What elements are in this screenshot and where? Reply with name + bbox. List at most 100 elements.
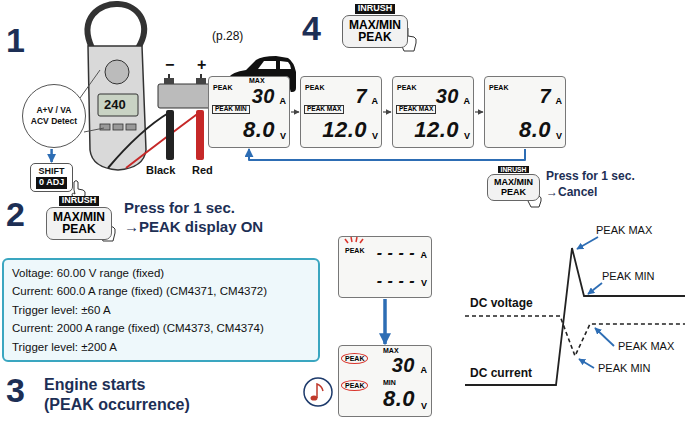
- key-caption: SHIFT: [36, 166, 67, 177]
- leader-arrow: [588, 283, 602, 294]
- leader-arrow: [579, 359, 594, 368]
- settings-box: Voltage: 60.00 V range (fixed)Current: 6…: [2, 258, 320, 362]
- max-min-peak-button: INRUSH MAX/MIN PEAK: [46, 196, 112, 240]
- hand-icons: [72, 27, 541, 242]
- page-reference: (p.28): [212, 30, 243, 43]
- zoom-line: [80, 70, 100, 98]
- button-face: MAX/MIN PEAK: [487, 174, 540, 201]
- key-caption: A+V / VA: [36, 105, 71, 116]
- lcd-digits: 7: [355, 86, 367, 106]
- step-number: 3: [6, 372, 25, 409]
- setting-line: Voltage: 60.00 V range (fixed): [12, 264, 310, 282]
- meter-body: [88, 46, 146, 170]
- step-number: 4: [302, 10, 321, 47]
- lcd-screen: PEAK- - - -A- - - -V: [338, 236, 432, 298]
- setting-line: Trigger level: ±200 A: [12, 338, 310, 356]
- lcd-indicator: V: [372, 132, 378, 141]
- lcd-indicator: PEAK: [213, 84, 232, 91]
- key-caption: ACV Detect: [31, 116, 77, 127]
- lcd-digits: 12.0: [322, 119, 367, 141]
- setting-line: Current: 2000 A range (fixed) (CM4373, C…: [12, 319, 310, 337]
- terminal-wire: [200, 74, 202, 78]
- graph-label: DC voltage: [470, 297, 533, 310]
- test-lead-red: [126, 112, 200, 168]
- shift-key: SHIFT0 ADJ: [30, 163, 73, 192]
- lcd-indicator: PEAK MAX: [396, 105, 436, 114]
- connector-arrow: [383, 111, 391, 112]
- battery-terminal: [196, 78, 206, 84]
- lcd-screen: MAX PEAK 30A PEAK MIN 8.0V: [208, 76, 290, 148]
- meter-reading: 240: [104, 98, 126, 112]
- leader-arrow: [595, 328, 614, 346]
- callout-circle: A+V / VAACV Detect: [22, 84, 86, 148]
- connector-arrow: [383, 299, 387, 344]
- lcd-indicator: PEAK: [341, 353, 368, 364]
- connector-arrow: [291, 111, 299, 112]
- burst-ray: [360, 239, 363, 243]
- lcd-indicator: A: [280, 97, 287, 106]
- probe-black: [166, 110, 174, 160]
- setting-line: Trigger level: ±60 A: [12, 301, 310, 319]
- lcd-screen: PEAK7APEAK MAX12.0V: [300, 76, 382, 148]
- graph-label: PEAK MIN: [598, 362, 651, 374]
- lcd-indicator: V: [464, 132, 470, 141]
- lcd-digits: 30: [392, 355, 415, 375]
- lcd-indicator: PEAK: [305, 84, 324, 91]
- clamp-jaw: [88, 4, 144, 48]
- lead-name: Black: [146, 164, 175, 176]
- lcd-digits: 7: [539, 86, 551, 106]
- lcd-indicator: A: [421, 251, 428, 260]
- lcd-digits: 12.0: [414, 119, 459, 141]
- music-note-icon: [304, 378, 332, 406]
- car-window: [258, 61, 291, 69]
- burst-ray: [345, 239, 348, 243]
- lcd-digits: - - - -: [377, 273, 415, 289]
- sound-circle: [304, 378, 332, 406]
- connector-arrow: [475, 111, 483, 112]
- button-face: MAX/MIN PEAK: [342, 15, 408, 48]
- rotary-dial: [105, 60, 129, 84]
- burst-ray: [356, 237, 357, 242]
- probe-red: [196, 110, 204, 160]
- graph-label: PEAK MIN: [602, 270, 655, 282]
- inrush-tag: INRUSH: [59, 196, 100, 206]
- meter-key: [113, 124, 123, 130]
- instruction: Engine starts: [44, 376, 145, 394]
- lcd-digits: 30: [252, 86, 275, 106]
- button-caption: MAX/MIN PEAK: [494, 178, 533, 197]
- lcd-indicator: PEAK: [489, 84, 508, 91]
- waveform-graph: [465, 237, 685, 385]
- instruction: (PEAK occurrence): [44, 396, 190, 414]
- lcd-indicator: MAX: [249, 77, 265, 84]
- lcd-indicator: A: [464, 97, 471, 106]
- lcd-indicator: PEAK: [341, 380, 368, 391]
- clamp-meter: [88, 4, 146, 170]
- note-stem: [317, 384, 323, 398]
- lcd-indicator: V: [556, 132, 562, 141]
- connector-arrow: [50, 149, 53, 162]
- lcd-screen: PEAK 7A 8.0V: [484, 76, 566, 148]
- polarity-sign: +: [197, 56, 206, 74]
- lcd-digits: 8.0: [383, 388, 415, 410]
- meter-key: [126, 124, 136, 130]
- instruction: Press for 1 sec.: [124, 200, 235, 217]
- button-caption: MAX/MIN PEAK: [53, 211, 105, 236]
- lcd-indicator: A: [421, 366, 428, 375]
- battery-body: [158, 84, 214, 108]
- meter-display: [98, 94, 138, 116]
- polarity-sign: −: [165, 56, 174, 74]
- lcd-indicator: V: [280, 132, 286, 141]
- battery-terminal: [164, 78, 174, 84]
- lcd-indicator: A: [556, 97, 563, 106]
- connector-arrow: [249, 149, 525, 160]
- instruction: →PEAK display ON: [124, 219, 263, 236]
- leader-arrow: [577, 237, 598, 249]
- burst-ray: [351, 237, 352, 242]
- lcd-digits: 8.0: [243, 119, 275, 141]
- dc-current-trace: [465, 248, 685, 385]
- lcd-digits: 8.0: [519, 119, 551, 141]
- lcd-indicator: MIN: [383, 379, 396, 386]
- lcd-indicator: PEAK MIN: [212, 105, 250, 114]
- inrush-tag: INRUSH: [355, 4, 396, 14]
- lcd-indicator: V: [421, 279, 427, 288]
